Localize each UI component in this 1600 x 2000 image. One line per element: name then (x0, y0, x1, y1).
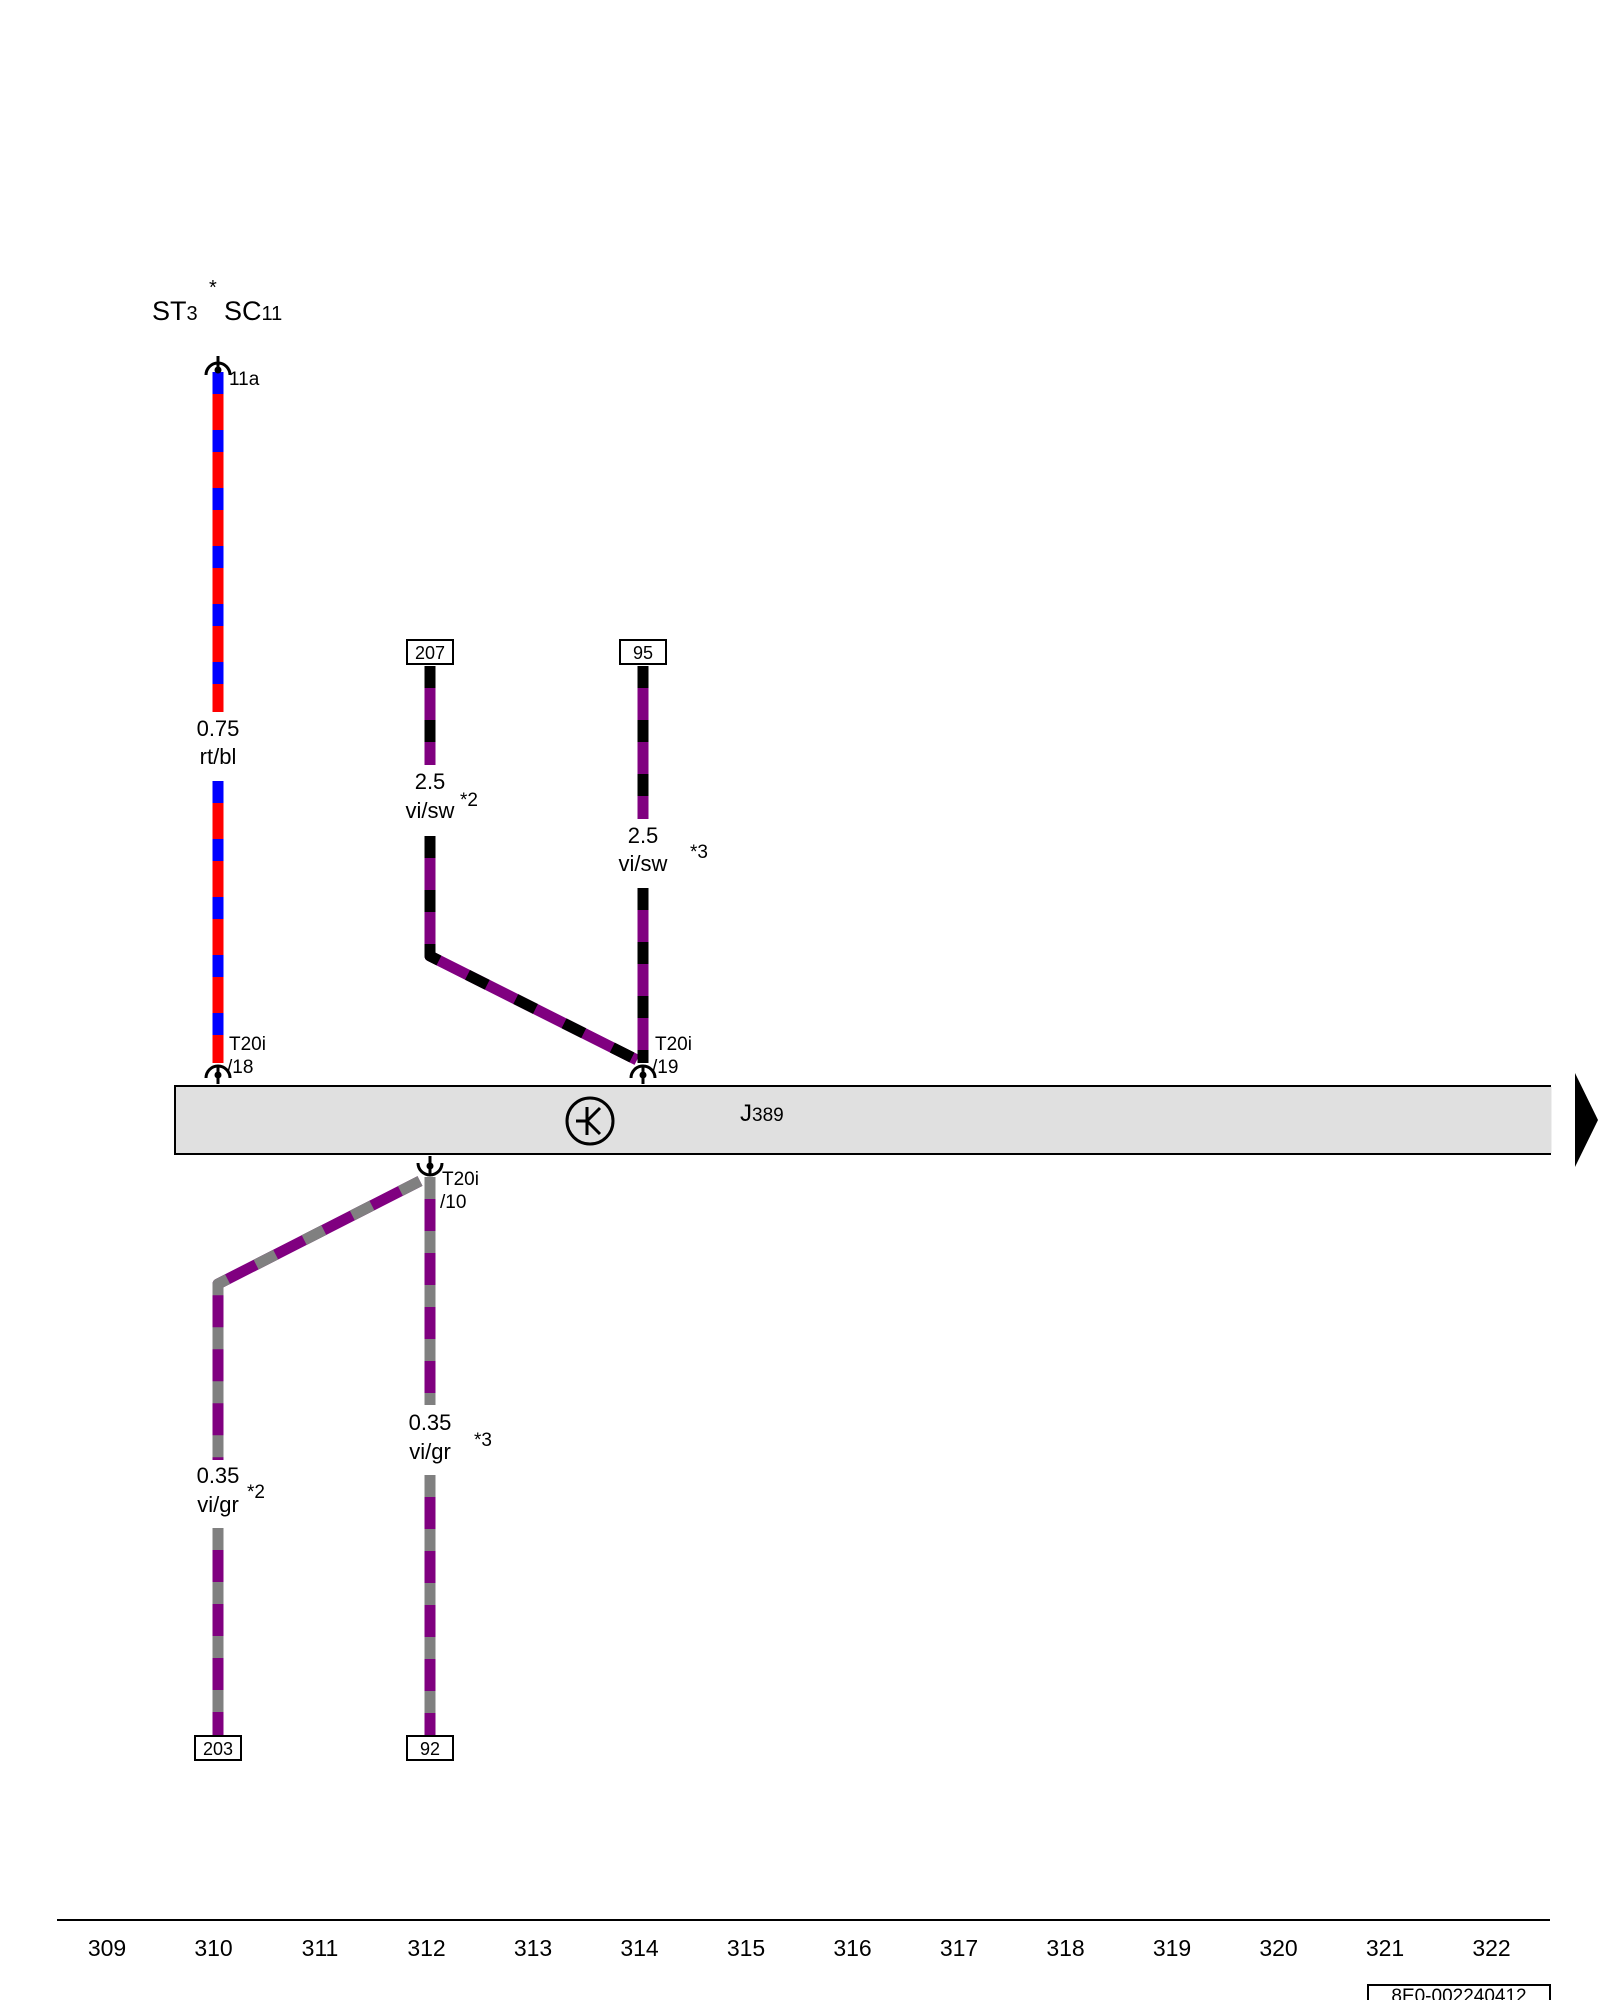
connector-t20i-19-name: T20i (655, 1034, 692, 1055)
wire-rt-bl-color-code: rt/bl (200, 744, 237, 769)
terminal-11a-dot (214, 366, 222, 374)
column-number-320: 320 (1259, 1935, 1297, 1961)
location-sc-sub: 11 (262, 303, 283, 325)
column-numbers: 309 310 311 312 313 314 315 316 317 318 319 320 321 3… (88, 1935, 1511, 1961)
wire-vi-gr-2-top-stripe (212, 1176, 423, 1460)
component-j389-number: 389 (752, 1105, 784, 1126)
column-number-315: 315 (727, 1935, 765, 1961)
ref-box-92-label: 92 (420, 1739, 440, 1759)
location-star: * (209, 277, 217, 299)
ref-box-207-frame (406, 639, 454, 665)
connector-t20i-18-pin: /18 (227, 1057, 253, 1078)
svg-text:ST3: ST3 (152, 296, 198, 326)
component-j389-letter: J (740, 1100, 752, 1127)
wire-vi-gr-3-color-code: vi/gr (409, 1439, 451, 1464)
column-number-321: 321 (1366, 1935, 1404, 1961)
location-header: ST3 * SC11 (152, 277, 282, 326)
column-number-317: 317 (940, 1935, 978, 1961)
column-number-311: 311 (302, 1935, 339, 1961)
doc-ref-box: 8E0-002240412 (1367, 1984, 1551, 2000)
connector-t20i-10-name: T20i (442, 1169, 479, 1190)
column-number-310: 310 (194, 1935, 232, 1961)
wire-vi-sw-2 (424, 666, 640, 1065)
connector-t20i-19-dot (639, 1071, 647, 1079)
ground-icon-arrow-down (585, 1119, 602, 1136)
column-number-309: 309 (88, 1935, 126, 1961)
wire-vi-gr-2 (212, 1176, 423, 1736)
ref-box-95-frame (619, 639, 667, 665)
ref-box-203-label: 203 (203, 1739, 233, 1759)
column-number-314: 314 (620, 1935, 659, 1961)
connector-t20i-19-pin: /19 (652, 1057, 678, 1078)
wire-vi-sw-2-size: 2.5 (415, 769, 446, 794)
connector-t20i-18-dot (214, 1071, 222, 1079)
doc-ref-label: 8E0-002240412 (1391, 1986, 1526, 2000)
ref-box-95[interactable]: 95 (619, 639, 667, 665)
wire-vi-gr-2-color-code: vi/gr (197, 1492, 239, 1517)
connector-t20i-10-pin: /10 (440, 1192, 466, 1213)
ground-icon-circle (565, 1096, 615, 1146)
column-number-318: 318 (1046, 1935, 1084, 1961)
wire-vi-sw-3-color-code: vi/sw (619, 851, 668, 876)
terminal-11a-label: 11a (229, 369, 260, 390)
connector-t20i-19: T20i /19 (629, 1034, 692, 1084)
wire-vi-sw-3-note: *3 (690, 842, 708, 863)
wire-vi-sw-2-bottom-base (424, 836, 640, 1065)
component-j389[interactable]: J389 (174, 1085, 1552, 1155)
ref-box-92[interactable]: 92 (406, 1735, 454, 1761)
control-unit-ground-icon (565, 1096, 615, 1146)
wire-vi-sw-3-size: 2.5 (628, 823, 659, 848)
column-number-312: 312 (407, 1935, 445, 1961)
doc-ref-box-frame (1367, 1984, 1551, 2000)
ref-box-203-frame (194, 1735, 242, 1761)
continuation-arrow-icon[interactable] (1575, 1073, 1598, 1167)
wire-vi-gr-2-top-base (212, 1176, 423, 1460)
location-sc: SC (224, 296, 262, 326)
ref-box-95-label: 95 (633, 643, 653, 663)
terminal-11a: 11a (204, 356, 260, 390)
column-number-316: 316 (833, 1935, 871, 1961)
location-st-sub: 3 (187, 303, 198, 325)
connector-t20i-10-dot (426, 1162, 434, 1170)
column-number-313: 313 (514, 1935, 552, 1961)
wire-rt-bl-size: 0.75 (197, 716, 240, 741)
component-j389-body (174, 1085, 1551, 1155)
location-st: ST (152, 296, 187, 326)
connector-t20i-10: T20i /10 (416, 1156, 479, 1213)
wire-vi-gr-2-note: *2 (247, 1482, 265, 1503)
ref-box-203[interactable]: 203 (194, 1735, 242, 1761)
column-number-322: 322 (1472, 1935, 1510, 1961)
wire-vi-gr-3-note: *3 (474, 1430, 492, 1451)
ref-box-207[interactable]: 207 (406, 639, 454, 665)
ground-icon-arrow-up (585, 1106, 602, 1123)
connector-t20i-18-name: T20i (229, 1034, 266, 1055)
column-number-319: 319 (1153, 1935, 1191, 1961)
ref-box-92-frame (406, 1735, 454, 1761)
connector-t20i-18: T20i /18 (204, 1034, 266, 1084)
wire-vi-gr-3-size: 0.35 (409, 1410, 452, 1435)
wire-vi-sw-2-color-code: vi/sw (406, 798, 455, 823)
wire-vi-sw-2-note: *2 (460, 790, 478, 811)
wire-vi-gr-2-size: 0.35 (197, 1463, 240, 1488)
ref-box-207-label: 207 (415, 643, 445, 663)
svg-text:SC11: SC11 (224, 296, 282, 326)
wire-vi-sw-2-bottom-stripe (424, 836, 640, 1065)
svg-text:J389: J389 (740, 1100, 784, 1127)
